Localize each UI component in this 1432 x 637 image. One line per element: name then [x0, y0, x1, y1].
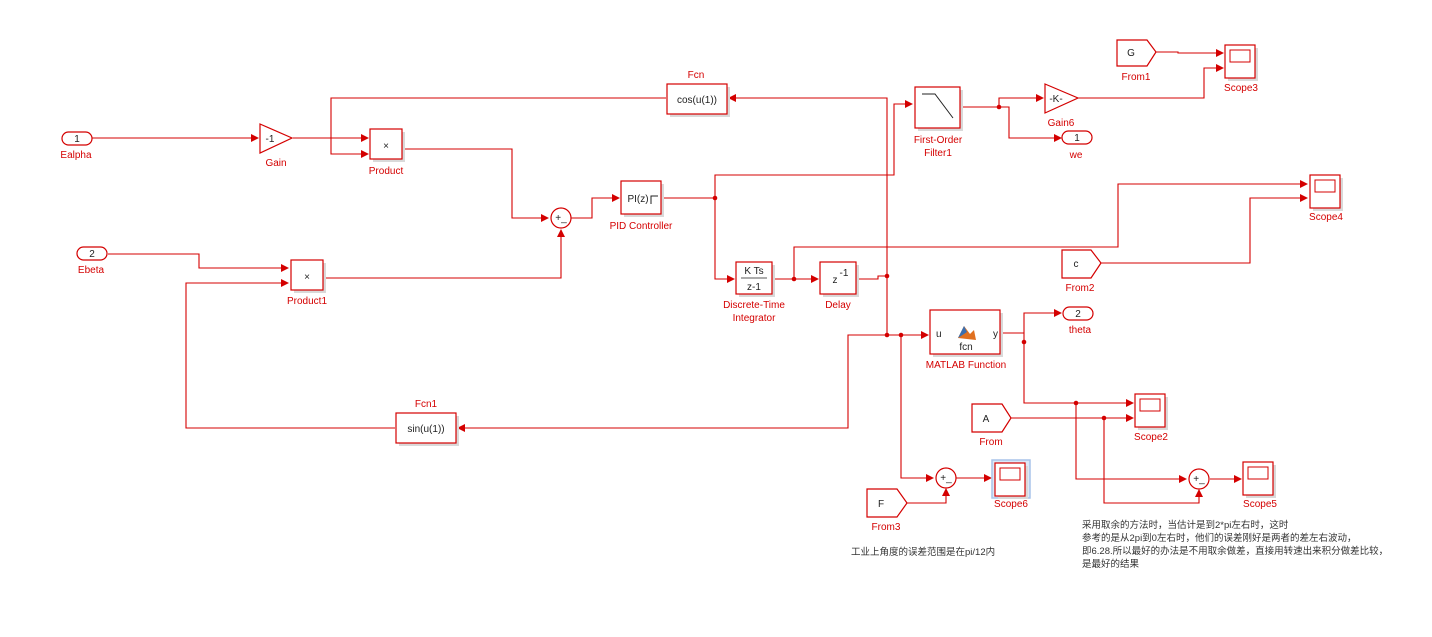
pid-label: PID Controller [610, 221, 673, 232]
from2-label: From2 [1066, 283, 1095, 294]
pid-controller-block[interactable]: PI(z) PID Controller [610, 180, 673, 232]
scope4-label: Scope4 [1309, 212, 1343, 223]
from1-block[interactable]: G From1 [1116, 39, 1157, 83]
gain-block[interactable]: -1 Gain [259, 123, 294, 169]
sum2-block[interactable]: +_ [1188, 468, 1210, 490]
filter-label-line1: First-Order [914, 135, 963, 146]
scope4-block[interactable]: Scope4 [1309, 174, 1343, 223]
delay-z: z [833, 275, 838, 286]
outport-theta-number: 2 [1075, 309, 1081, 320]
scope3-block[interactable]: Scope3 [1224, 44, 1258, 94]
scope6-block[interactable]: Scope6 [991, 459, 1031, 510]
sum1-signs: +_ [555, 213, 567, 224]
fcn1-expression: sin(u(1)) [407, 424, 444, 435]
integrator-numerator: K Ts [744, 266, 763, 277]
inport-ealpha[interactable]: 1 Ealpha [60, 131, 93, 161]
product1-symbol: × [304, 272, 310, 283]
from3-tag: F [878, 499, 884, 510]
first-order-filter-block[interactable]: First-Order Filter1 [914, 86, 963, 159]
sum3-signs: +_ [940, 473, 952, 484]
from1-label: From1 [1122, 72, 1151, 83]
scope6-label: Scope6 [994, 499, 1028, 510]
from2-tag: c [1074, 259, 1079, 270]
product1-label: Product1 [287, 296, 327, 307]
gain6-block[interactable]: -K- Gain6 [1044, 83, 1080, 129]
integrator-label-line1: Discrete-Time [723, 300, 785, 311]
integrator-denominator: z-1 [747, 282, 761, 293]
scope5-label: Scope5 [1243, 499, 1277, 510]
scope3-label: Scope3 [1224, 83, 1258, 94]
discrete-time-integrator-block[interactable]: K Ts z-1 Discrete-Time Integrator [723, 261, 785, 324]
matlab-out-port: y [993, 329, 998, 340]
pid-step-icon [650, 195, 658, 204]
annotation-note-2-line: 是最好的结果 [1082, 559, 1140, 570]
from3-block[interactable]: F From3 [866, 488, 908, 533]
sum2-signs: +_ [1193, 474, 1205, 485]
from-label: From [979, 437, 1002, 448]
annotation-note-2-line: 即6.28.所以最好的办法是不用取余做差，直接用转速出来积分做差比较， [1082, 546, 1389, 557]
annotation-note-1[interactable]: 工业上角度的误差范围是在pi/12内 [851, 547, 996, 558]
lowpass-icon [922, 93, 954, 119]
outport-we-label: we [1069, 150, 1083, 161]
sum1-block[interactable]: +_ [550, 207, 572, 229]
sum3-block[interactable]: +_ [935, 467, 957, 489]
annotation-note-2-line: 采用取余的方法时，当估计是到2*pi左右时，这时 [1082, 520, 1289, 531]
delay-exponent: -1 [840, 268, 849, 279]
annotation-note-2-line: 参考的是从2pi到0左右时，他们的误差刚好是两者的差左右波动， [1082, 533, 1357, 544]
gain-label: Gain [265, 158, 286, 169]
inport-ebeta-label: Ebeta [78, 265, 105, 276]
scope5-block[interactable]: Scope5 [1242, 461, 1277, 510]
product-block[interactable]: × Product [369, 128, 405, 177]
annotation-note-2[interactable]: 采用取余的方法时，当估计是到2*pi左右时，这时 参考的是从2pi到0左右时，他… [1082, 519, 1388, 571]
inport-ealpha-label: Ealpha [60, 150, 92, 161]
product1-block[interactable]: × Product1 [287, 259, 327, 307]
delay-label: Delay [825, 300, 851, 311]
gain-value: -1 [266, 134, 275, 145]
matlab-function-block[interactable]: u y fcn MATLAB Function [926, 309, 1006, 371]
matlab-fn-name: fcn [959, 342, 972, 353]
gain6-value: -K- [1049, 94, 1062, 105]
pid-text: PI(z) [627, 194, 648, 205]
product-symbol: × [383, 141, 389, 152]
fcn1-block[interactable]: Fcn1 sin(u(1)) [395, 399, 459, 446]
scope-screen-icon [1314, 179, 1336, 193]
from2-block[interactable]: c From2 [1061, 249, 1102, 294]
filter-label-line2: Filter1 [924, 148, 952, 159]
from-block[interactable]: A From [971, 403, 1012, 448]
matlab-function-label: MATLAB Function [926, 360, 1006, 371]
scope-screen-icon [999, 467, 1021, 481]
scope-screen-icon [1229, 49, 1251, 63]
scope-screen-icon [1139, 398, 1161, 412]
scope2-block[interactable]: Scope2 [1134, 393, 1168, 443]
from1-tag: G [1127, 48, 1135, 59]
junction-dots [712, 104, 1107, 421]
fcn-block[interactable]: Fcn cos(u(1)) [666, 70, 730, 117]
outport-theta-label: theta [1069, 325, 1092, 336]
delay-block[interactable]: z -1 Delay [819, 261, 859, 311]
signal-lines[interactable] [92, 49, 1308, 504]
matlab-in-port: u [936, 329, 942, 340]
scope2-label: Scope2 [1134, 432, 1168, 443]
fcn1-label: Fcn1 [415, 399, 438, 410]
outport-theta[interactable]: 2 theta [1062, 306, 1094, 336]
inport-ebeta-number: 2 [89, 249, 95, 260]
fcn-expression: cos(u(1)) [677, 95, 717, 106]
inport-ealpha-number: 1 [74, 134, 80, 145]
scope-screen-icon [1247, 466, 1269, 480]
outport-we[interactable]: 1 we [1061, 130, 1093, 161]
inport-ebeta[interactable]: 2 Ebeta [76, 246, 108, 276]
integrator-label-line2: Integrator [733, 313, 776, 324]
gain6-label: Gain6 [1048, 118, 1075, 129]
from3-label: From3 [872, 522, 901, 533]
outport-we-number: 1 [1074, 133, 1080, 144]
from-tag: A [983, 414, 990, 425]
fcn-label: Fcn [688, 70, 705, 81]
product-label: Product [369, 166, 404, 177]
